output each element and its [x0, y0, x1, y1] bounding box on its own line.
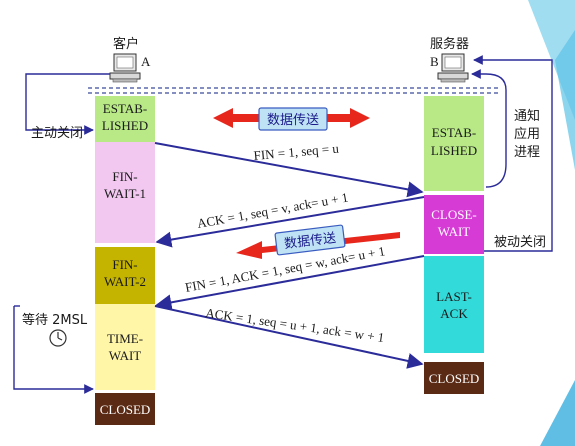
client-state-fin-wait-2: [95, 247, 155, 304]
data-transfer-badge-1: 数据传送: [258, 107, 328, 131]
connection-dashed-line: [88, 87, 500, 94]
server-closed-label: CLOSED: [429, 371, 480, 386]
message-arrows: [154, 142, 425, 369]
server-last-ack-line1: LAST-: [436, 289, 472, 304]
client-state-fin-wait-1: [95, 142, 155, 243]
notify-app-line1: 通知: [514, 108, 540, 124]
notify-app-connector: [471, 69, 507, 188]
server-close-wait-line2: WAIT: [438, 224, 471, 239]
clock-icon: [49, 329, 67, 347]
client-fin-wait-1-line2: WAIT-1: [104, 186, 146, 201]
msg-ack-label: ACK = 1, seq = v, ack= u + 1: [196, 190, 349, 231]
final-ack-arrow: [154, 305, 424, 369]
client-time-wait-line1: TIME-: [107, 331, 143, 346]
time-wait-connector: [13, 305, 94, 394]
client-state-closed: [95, 393, 155, 425]
server-state-established: [424, 96, 484, 191]
server-last-ack-line2: ACK: [440, 306, 468, 321]
msg-fin-label: FIN = 1, seq = u: [253, 141, 340, 163]
client-label: 客户: [113, 36, 139, 52]
server-label: 服务器: [430, 36, 469, 52]
server-letter: B: [430, 54, 439, 69]
client-time-wait-line2: WAIT: [109, 348, 142, 363]
active-close-label: 主动关闭: [31, 126, 83, 141]
client-state-established: [95, 96, 155, 142]
wait-2msl-label: 等待 2MSL: [22, 312, 88, 328]
fin-arrow: [154, 142, 424, 198]
svg-text:数据传送: 数据传送: [283, 231, 336, 252]
server-established-line2: LISHED: [431, 143, 477, 158]
client-state-column: ESTAB- LISHED FIN- WAIT-1 FIN- WAIT-2 TI…: [95, 96, 155, 425]
client-computer: [109, 53, 141, 83]
client-fin-wait-2-line2: WAIT-2: [104, 274, 146, 289]
server-state-closed: [424, 362, 484, 394]
client-state-time-wait: [95, 304, 155, 390]
notify-app-line3: 进程: [514, 145, 540, 160]
fin-ack-arrow: [155, 255, 425, 311]
client-fin-wait-1-line1: FIN-: [112, 169, 137, 184]
passive-close-connector: [473, 55, 553, 252]
data-transfer-badge-2: 数据传送: [274, 224, 346, 256]
server-state-last-ack: [424, 256, 484, 353]
client-closed-label: CLOSED: [100, 402, 151, 417]
client-established-line2: LISHED: [102, 118, 148, 133]
active-close-connector: [25, 73, 110, 135]
notify-app-line2: 应用: [514, 126, 540, 142]
svg-text:数据传送: 数据传送: [267, 113, 319, 128]
client-letter: A: [141, 54, 151, 69]
server-established-line1: ESTAB-: [432, 125, 476, 140]
client-fin-wait-2-line1: FIN-: [112, 257, 137, 272]
msg-final-ack-label: ACK = 1, seq = u + 1, ack = w + 1: [205, 305, 386, 345]
server-computer: [437, 53, 469, 83]
server-close-wait-line1: CLOSE-: [431, 207, 477, 222]
passive-close-label: 被动关闭: [494, 235, 546, 250]
server-state-close-wait: [424, 195, 484, 254]
ack-arrow: [155, 196, 425, 248]
client-established-line1: ESTAB-: [103, 101, 147, 116]
server-state-column: ESTAB- LISHED CLOSE- WAIT LAST- ACK CLOS…: [424, 96, 484, 394]
